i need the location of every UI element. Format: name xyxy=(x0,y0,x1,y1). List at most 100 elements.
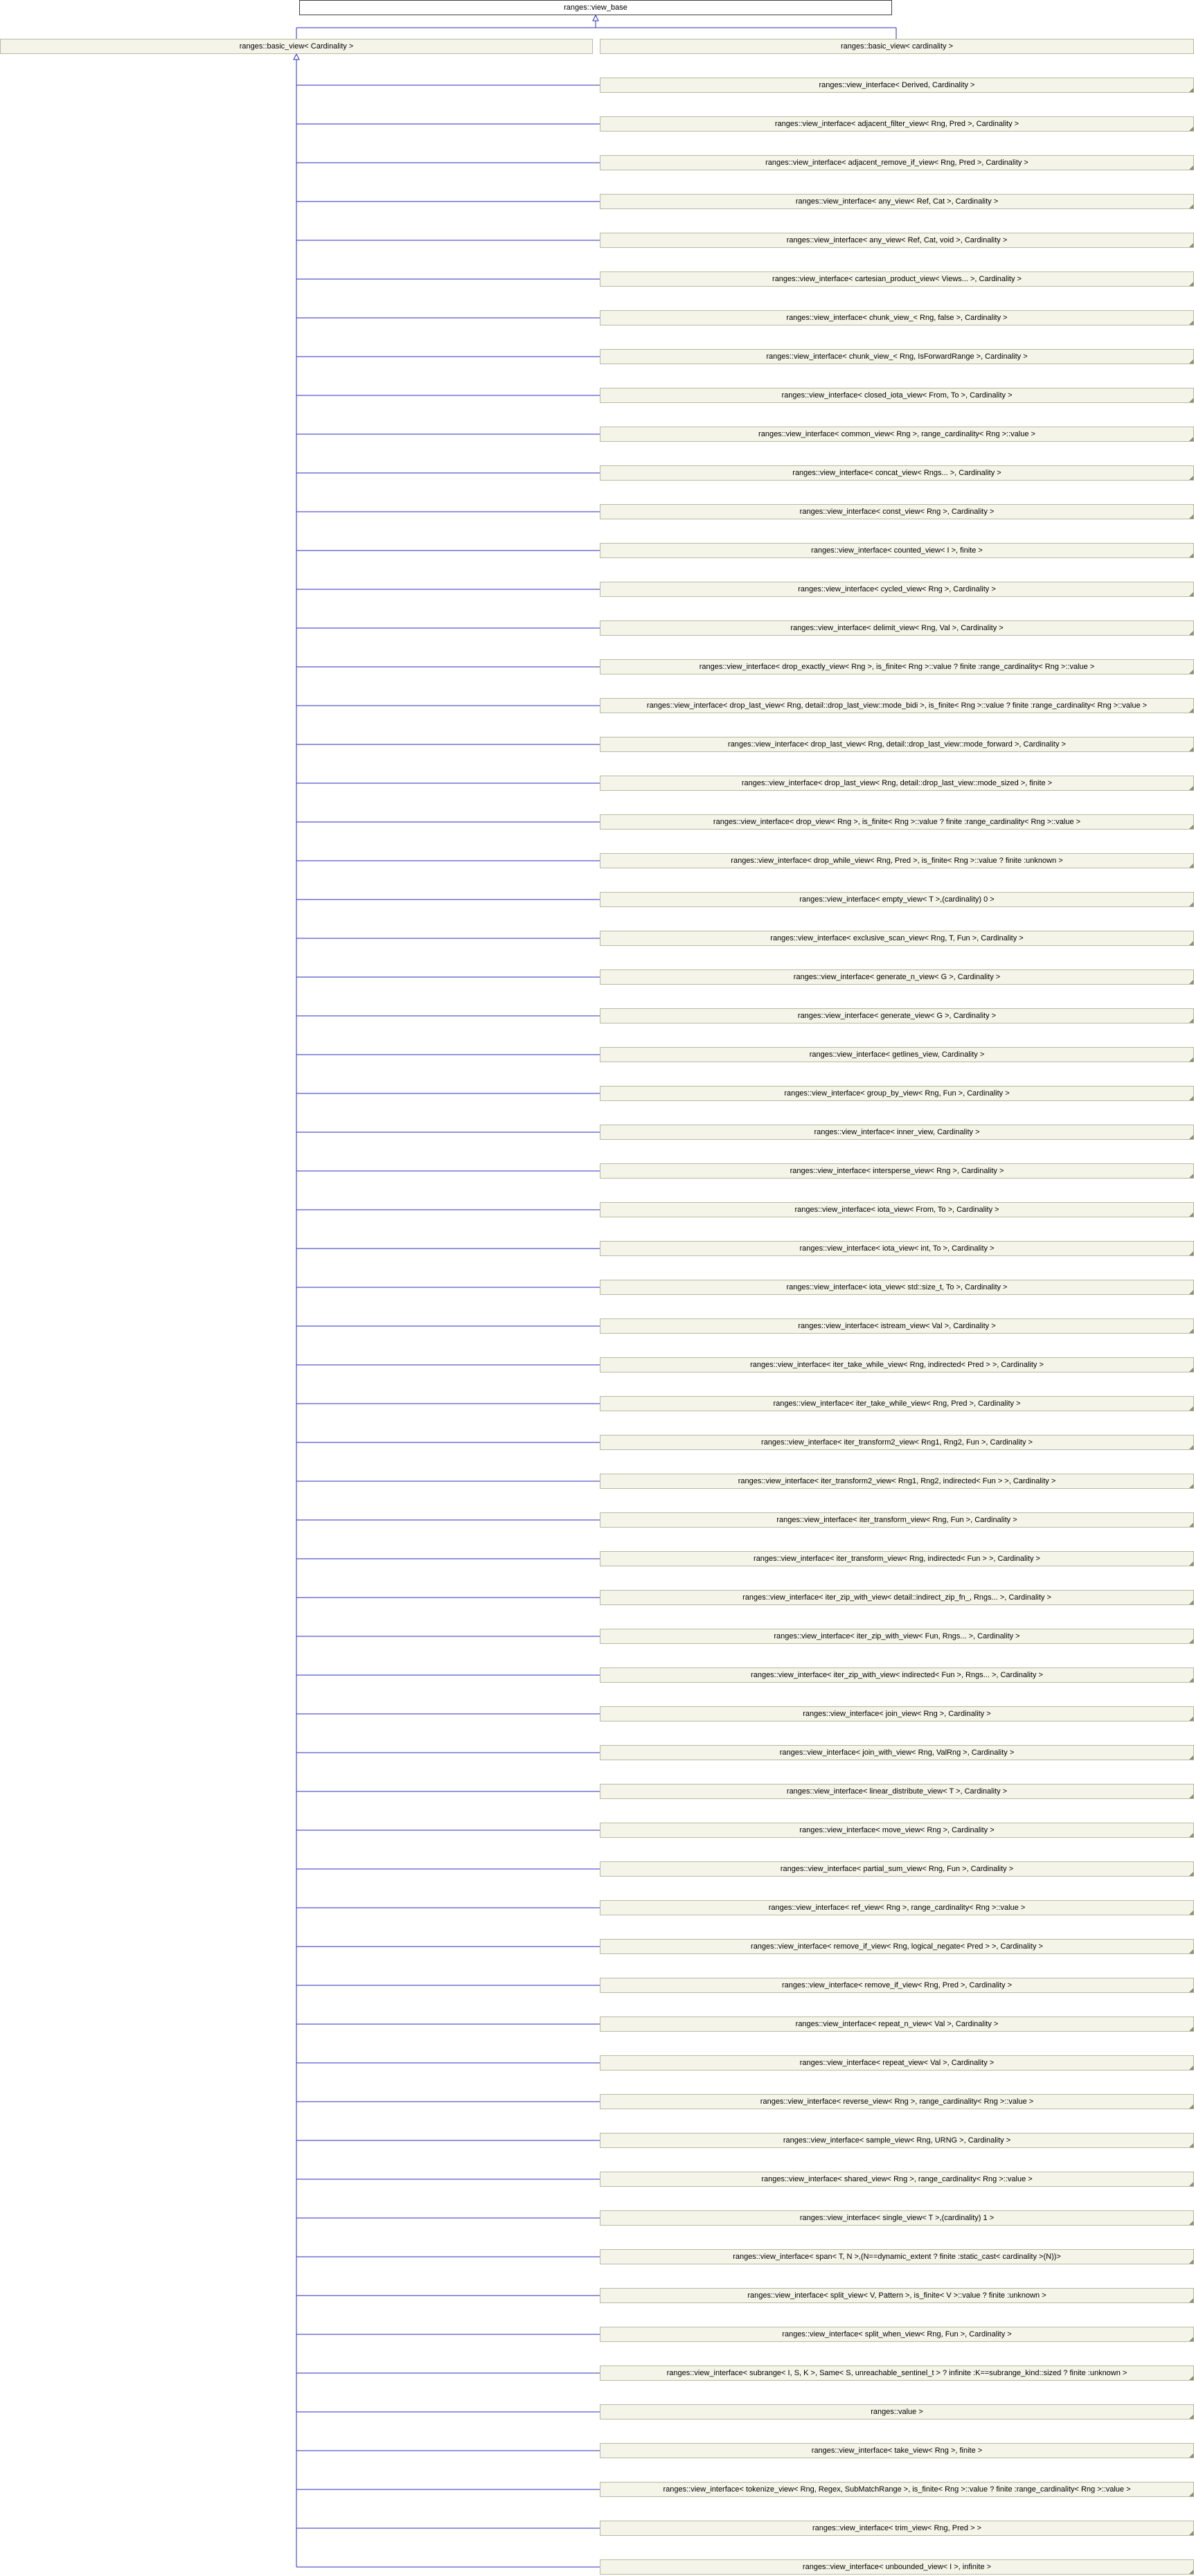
derived-class-label: ranges::view_interface< chunk_view_< Rng… xyxy=(766,352,1028,361)
derived-class-node[interactable]: ranges::view_interface< counted_view< I … xyxy=(600,543,1194,558)
derived-class-node[interactable]: ranges::view_interface< sample_view< Rng… xyxy=(600,2133,1194,2148)
derived-class-node[interactable]: ranges::view_interface< chunk_view_< Rng… xyxy=(600,310,1194,325)
inherit-arrow-icon xyxy=(293,53,300,60)
derived-class-label: ranges::view_interface< drop_exactly_vie… xyxy=(699,663,1095,671)
derived-class-node[interactable]: ranges::view_interface< reverse_view< Rn… xyxy=(600,2094,1194,2109)
derived-class-node[interactable]: ranges::view_interface< iota_view< From,… xyxy=(600,1202,1194,1217)
derived-class-label: ranges::view_interface< drop_last_view< … xyxy=(728,740,1066,749)
derived-class-label: ranges::view_interface< span< T, N >,(N=… xyxy=(733,2253,1061,2261)
collapsed-marker-icon xyxy=(1189,1523,1193,1527)
derived-class-node[interactable]: ranges::view_interface< drop_exactly_vie… xyxy=(600,659,1194,674)
collapsed-marker-icon xyxy=(1189,708,1193,713)
derived-class-node[interactable]: ranges::view_interface< adjacent_remove_… xyxy=(600,155,1194,170)
derived-class-node[interactable]: ranges::view_interface< drop_last_view< … xyxy=(600,776,1194,791)
derived-class-node[interactable]: ranges::view_interface< drop_last_view< … xyxy=(600,698,1194,713)
derived-class-label: ranges::view_interface< iter_transform_v… xyxy=(776,1516,1017,1524)
derived-class-label: ranges::view_interface< group_by_view< R… xyxy=(784,1089,1010,1098)
collapsed-marker-icon xyxy=(1189,2531,1193,2535)
derived-class-node[interactable]: ranges::view_interface< iter_transform_v… xyxy=(600,1512,1194,1528)
derived-class-node[interactable]: ranges::view_interface< concat_view< Rng… xyxy=(600,465,1194,481)
collapsed-marker-icon xyxy=(1189,398,1193,402)
derived-class-node[interactable]: ranges::view_interface< getlines_view, C… xyxy=(600,1047,1194,1062)
derived-class-node[interactable]: ranges::view_interface< iter_zip_with_vi… xyxy=(600,1629,1194,1644)
derived-class-label: ranges::view_interface< iota_view< int, … xyxy=(799,1244,995,1253)
derived-class-node[interactable]: ranges::view_interface< unbounded_view< … xyxy=(600,2559,1194,2575)
derived-class-node[interactable]: ranges::view_interface< const_view< Rng … xyxy=(600,504,1194,519)
derived-class-node[interactable]: ranges::view_interface< remove_if_view< … xyxy=(600,1939,1194,1954)
derived-class-node[interactable]: ranges::view_interface< chunk_view_< Rng… xyxy=(600,349,1194,364)
derived-class-node[interactable]: ranges::view_interface< any_view< Ref, C… xyxy=(600,194,1194,209)
derived-class-node[interactable]: ranges::view_interface< iter_take_while_… xyxy=(600,1357,1194,1372)
derived-class-node[interactable]: ranges::view_interface< cycled_view< Rng… xyxy=(600,582,1194,597)
derived-class-node[interactable]: ranges::view_interface< iter_zip_with_vi… xyxy=(600,1590,1194,1605)
derived-class-node[interactable]: ranges::view_interface< tokenize_view< R… xyxy=(600,2482,1194,2497)
derived-class-label: ranges::view_interface< iota_view< std::… xyxy=(786,1283,1008,1291)
derived-class-node[interactable]: ranges::view_interface< single_view< T >… xyxy=(600,2210,1194,2226)
derived-class-node[interactable]: ranges::view_interface< generate_view< G… xyxy=(600,1008,1194,1023)
root-node-view-base[interactable]: ranges::view_base xyxy=(299,0,892,15)
derived-class-label: ranges::view_interface< cycled_view< Rng… xyxy=(798,585,996,593)
derived-class-node[interactable]: ranges::view_interface< drop_view< Rng >… xyxy=(600,814,1194,830)
derived-class-node[interactable]: ranges::view_interface< join_with_view< … xyxy=(600,1745,1194,1760)
derived-class-node[interactable]: ranges::view_interface< partial_sum_view… xyxy=(600,1861,1194,1877)
derived-class-node[interactable]: ranges::view_interface< iter_take_while_… xyxy=(600,1396,1194,1411)
derived-class-node[interactable]: ranges::view_interface< iter_zip_with_vi… xyxy=(600,1667,1194,1683)
base-node-basic-view-left[interactable]: ranges::basic_view< Cardinality > xyxy=(0,39,593,54)
derived-class-node[interactable]: ranges::view_interface< istream_view< Va… xyxy=(600,1318,1194,1334)
derived-class-node[interactable]: ranges::view_interface< iota_view< int, … xyxy=(600,1241,1194,1256)
collapsed-marker-icon xyxy=(1189,282,1193,286)
derived-class-node[interactable]: ranges::view_interface< split_view< V, P… xyxy=(600,2288,1194,2303)
derived-class-node[interactable]: ranges::view_interface< span< T, N >,(N=… xyxy=(600,2249,1194,2264)
derived-class-node[interactable]: ranges::view_interface< take_view< Rng >… xyxy=(600,2443,1194,2458)
derived-class-node[interactable]: ranges::view_interface< iter_transform_v… xyxy=(600,1551,1194,1566)
derived-class-node[interactable]: ranges::view_interface< generate_n_view<… xyxy=(600,969,1194,985)
derived-class-node[interactable]: ranges::view_interface< shared_view< Rng… xyxy=(600,2172,1194,2187)
derived-class-label: ranges::view_interface< exclusive_scan_v… xyxy=(770,934,1024,942)
derived-class-node[interactable]: ranges::view_interface< repeat_n_view< V… xyxy=(600,2016,1194,2032)
derived-class-label: ranges::view_interface< getlines_view, C… xyxy=(809,1050,985,1059)
derived-class-node[interactable]: ranges::view_interface< subrange< I, S, … xyxy=(600,2365,1194,2381)
derived-class-label: ranges::view_interface< iter_transform_v… xyxy=(754,1555,1040,1563)
derived-class-node[interactable]: ranges::view_interface< ref_view< Rng >,… xyxy=(600,1900,1194,1915)
derived-class-node[interactable]: ranges::view_interface< empty_view< T >,… xyxy=(600,892,1194,907)
derived-class-node[interactable]: ranges::view_interface< group_by_view< R… xyxy=(600,1086,1194,1101)
collapsed-marker-icon xyxy=(1189,902,1193,906)
derived-class-node[interactable]: ranges::view_interface< iter_transform2_… xyxy=(600,1435,1194,1450)
derived-class-node[interactable]: ranges::view_interface< iota_view< std::… xyxy=(600,1280,1194,1295)
derived-class-node[interactable]: ranges::view_interface< Derived, Cardina… xyxy=(600,78,1194,93)
derived-class-label: ranges::view_interface< unbounded_view< … xyxy=(802,2563,992,2571)
derived-class-label: ranges::view_interface< concat_view< Rng… xyxy=(792,469,1001,477)
collapsed-marker-icon xyxy=(1189,670,1193,674)
derived-class-label: ranges::view_interface< single_view< T >… xyxy=(799,2214,995,2222)
derived-class-node[interactable]: ranges::view_interface< join_view< Rng >… xyxy=(600,1706,1194,1721)
inherit-arrow-icon xyxy=(592,14,599,21)
derived-class-node[interactable]: ranges::view_interface< common_view< Rng… xyxy=(600,427,1194,442)
derived-class-node[interactable]: ranges::view_interface< split_when_view<… xyxy=(600,2327,1194,2342)
collapsed-marker-icon xyxy=(1189,1794,1193,1798)
base-node-basic-view-right[interactable]: ranges::basic_view< cardinality > xyxy=(600,39,1194,54)
derived-class-node[interactable]: ranges::view_interface< iter_transform2_… xyxy=(600,1474,1194,1489)
derived-class-node[interactable]: ranges::value > xyxy=(600,2404,1194,2420)
collapsed-marker-icon xyxy=(1189,2066,1193,2070)
derived-class-label: ranges::view_interface< generate_view< G… xyxy=(797,1012,997,1020)
collapsed-marker-icon xyxy=(1189,941,1193,945)
derived-class-node[interactable]: ranges::view_interface< repeat_view< Val… xyxy=(600,2055,1194,2070)
collapsed-marker-icon xyxy=(1189,321,1193,325)
derived-class-node[interactable]: ranges::view_interface< remove_if_view< … xyxy=(600,1978,1194,1993)
collapsed-marker-icon xyxy=(1189,825,1193,829)
derived-class-label: ranges::view_interface< shared_view< Rng… xyxy=(761,2175,1033,2183)
derived-class-node[interactable]: ranges::view_interface< drop_while_view<… xyxy=(600,853,1194,868)
derived-class-node[interactable]: ranges::view_interface< intersperse_view… xyxy=(600,1163,1194,1179)
derived-class-node[interactable]: ranges::view_interface< move_view< Rng >… xyxy=(600,1823,1194,1838)
collapsed-marker-icon xyxy=(1189,2027,1193,2031)
derived-class-node[interactable]: ranges::view_interface< cartesian_produc… xyxy=(600,271,1194,287)
derived-class-node[interactable]: ranges::view_interface< trim_view< Rng, … xyxy=(600,2521,1194,2536)
derived-class-node[interactable]: ranges::view_interface< any_view< Ref, C… xyxy=(600,233,1194,248)
derived-class-node[interactable]: ranges::view_interface< adjacent_filter_… xyxy=(600,116,1194,132)
derived-class-node[interactable]: ranges::view_interface< drop_last_view< … xyxy=(600,737,1194,752)
derived-class-node[interactable]: ranges::view_interface< linear_distribut… xyxy=(600,1784,1194,1799)
derived-class-node[interactable]: ranges::view_interface< closed_iota_view… xyxy=(600,388,1194,403)
derived-class-node[interactable]: ranges::view_interface< delimit_view< Rn… xyxy=(600,620,1194,636)
derived-class-node[interactable]: ranges::view_interface< inner_view, Card… xyxy=(600,1125,1194,1140)
derived-class-node[interactable]: ranges::view_interface< exclusive_scan_v… xyxy=(600,931,1194,946)
